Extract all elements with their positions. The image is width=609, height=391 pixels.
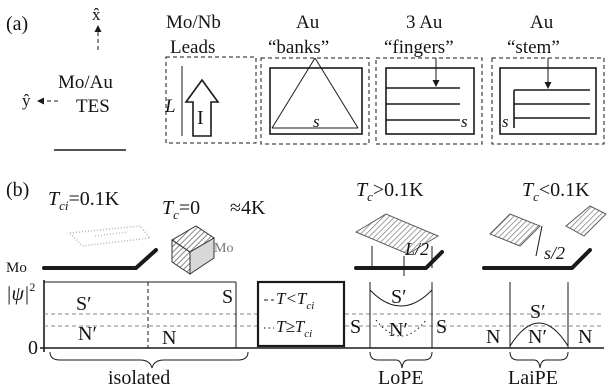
laipe-brace <box>509 351 569 369</box>
lope-s-left: S <box>350 316 361 338</box>
stem-schematic: Au “stem” s <box>491 12 605 145</box>
laipe-tc-label: Tc<0.1K <box>522 179 590 204</box>
leads-outline <box>165 56 257 144</box>
mo-lead-mid <box>354 250 444 270</box>
laipe-pointer <box>535 225 543 257</box>
current-label: I <box>197 107 204 129</box>
banks-title-line2: “banks” <box>268 37 329 58</box>
tci-label: Tci=0.1K <box>48 188 120 213</box>
isolated-n-prime: N′ <box>78 323 97 345</box>
mo-lead-right <box>482 248 592 270</box>
banks-title-line1: Au <box>296 12 320 33</box>
lope-s-right: S <box>436 316 447 338</box>
axes-glyph: x̂ ŷ <box>22 5 102 110</box>
caption-isolated: isolated <box>108 367 170 389</box>
isolated-brace <box>49 351 249 369</box>
panel-b-label: (b) <box>6 179 29 201</box>
laipe-s-prime: S′ <box>530 301 546 323</box>
leads-schematic: Mo/Nb Leads L I <box>164 12 257 144</box>
axis-x-label: x̂ <box>92 5 101 24</box>
fingers-title-line1: 3 Au <box>406 12 443 33</box>
legend-frame <box>256 280 346 348</box>
laipe-region: S′ N′ N N <box>486 282 592 348</box>
fingers-s-label: s <box>461 112 468 131</box>
laipe-n-left: N <box>486 326 500 348</box>
isolated-s: S <box>222 286 233 308</box>
mo-small-label: Mo <box>214 241 233 256</box>
banks-schematic: Au “banks” s <box>260 12 370 145</box>
lope-region: S′ N′ S S <box>350 282 447 348</box>
panel-b: (b) Tci=0.1K Tc=0 ≈4K Mo Mo Tc>0.1K <box>6 179 607 389</box>
banks-pointer-right <box>314 57 359 129</box>
legend-below-label: T<Tci <box>276 289 314 312</box>
laipe-n-right: N <box>578 326 592 348</box>
banks-tes-box <box>269 67 363 135</box>
current-arrow-icon <box>184 78 220 137</box>
bilayer-block-icon: Mo <box>171 225 233 275</box>
fingers-title-line2: “fingers” <box>384 37 454 58</box>
psi-axis-label: |ψ|2 <box>6 280 35 305</box>
panel-a: (a) x̂ ŷ Mo/Au TES Mo/Nb Leads L I Au “b… <box>6 5 605 151</box>
stem-title-line1: Au <box>530 12 554 33</box>
banks-s-label: s <box>313 112 320 131</box>
lope-tc-label: Tc>0.1K <box>356 179 424 204</box>
laipe-curve-solid <box>509 322 569 347</box>
tes-title-line1: Mo/Au <box>58 72 113 93</box>
stem-title-line2: “stem” <box>507 37 560 58</box>
isolated-film-sketch <box>68 225 152 247</box>
fingers-tes-box <box>385 67 475 135</box>
isolated-s-prime: S′ <box>76 293 92 315</box>
lope-half-label: L/2 <box>404 239 429 259</box>
legend-above-label: T≥Tci <box>276 317 312 340</box>
laipe-n-prime: N′ <box>528 326 547 348</box>
mo-lead-left <box>42 248 158 270</box>
tes-title-line2: TES <box>76 96 110 117</box>
mo-left-label: Mo <box>6 260 27 276</box>
leads-title-line2: Leads <box>170 37 215 58</box>
tc-4k-label: ≈4K <box>230 197 266 219</box>
banks-pointer-left <box>271 57 316 129</box>
lope-brace <box>369 351 433 369</box>
lope-curve-solid <box>369 289 433 307</box>
caption-lope: LoPE <box>378 367 424 389</box>
fingers-outline <box>375 57 483 145</box>
banks-outline <box>260 57 370 145</box>
lope-n-prime: N′ <box>389 319 408 341</box>
leads-title-line1: Mo/Nb <box>166 12 221 33</box>
leads-length-label: L <box>164 96 176 117</box>
isolated-n: N <box>162 327 176 349</box>
fingers-schematic: 3 Au “fingers” s <box>375 12 483 145</box>
laipe-half-label: s/2 <box>544 243 565 263</box>
tc-zero-label: Tc=0 <box>162 197 200 222</box>
temperature-legend: T<Tci T≥Tci <box>256 280 346 348</box>
lope-block-icon <box>354 213 440 268</box>
lope-curve-dotted <box>375 319 427 337</box>
caption-laipe: LaiPE <box>508 367 558 389</box>
axis-y-label: ŷ <box>22 91 31 110</box>
panel-a-label: (a) <box>6 13 28 35</box>
stem-s-label: s <box>502 112 509 131</box>
zero-label: 0 <box>28 337 38 359</box>
laipe-block-icon <box>489 205 607 247</box>
lope-s-prime: S′ <box>391 286 407 308</box>
